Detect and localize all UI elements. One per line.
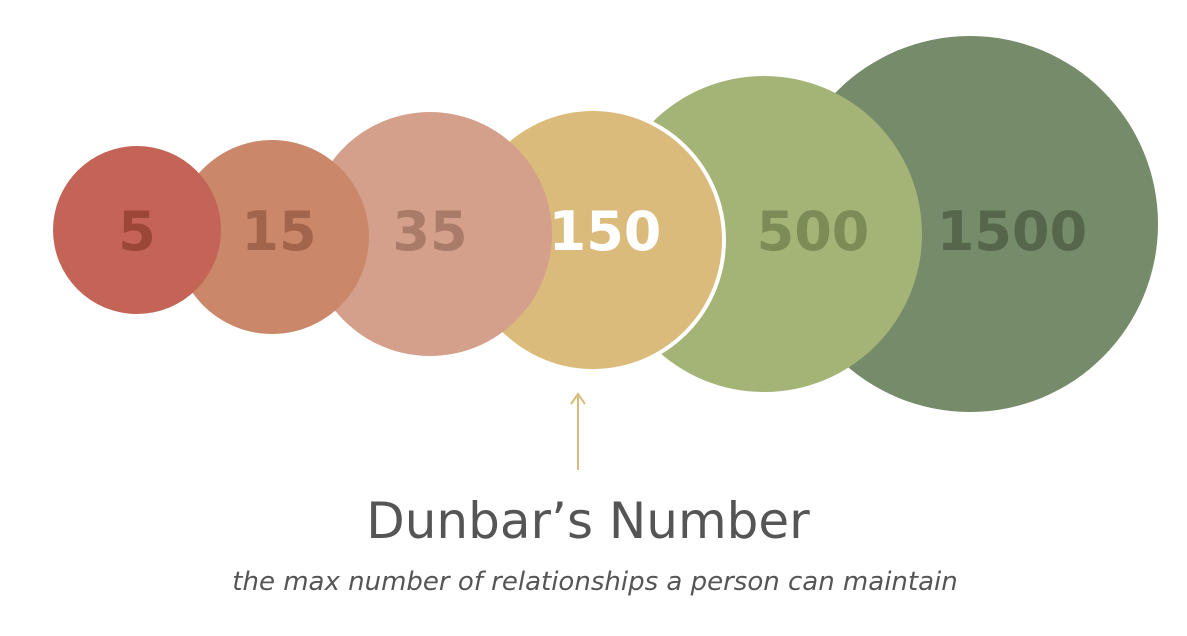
circle-label-1500: 1500	[937, 200, 1087, 263]
arrow-head	[570, 392, 586, 405]
circle-label-15: 15	[241, 200, 316, 263]
circle-label-500: 500	[757, 200, 870, 263]
circles-group	[53, 36, 1158, 412]
circle-5	[53, 146, 221, 314]
pointer-arrow	[570, 392, 586, 470]
diagram-subtitle: the max number of relationships a person…	[232, 567, 957, 597]
circle-label-35: 35	[392, 200, 467, 263]
circle-35	[308, 112, 552, 356]
circle-label-5: 5	[118, 200, 156, 263]
diagram-title: Dunbar’s Number	[366, 492, 810, 550]
circle-15	[175, 140, 369, 334]
circle-label-150: 150	[549, 200, 662, 263]
circle-labels-group: 5 15 35 150 500 1500	[118, 200, 1087, 263]
